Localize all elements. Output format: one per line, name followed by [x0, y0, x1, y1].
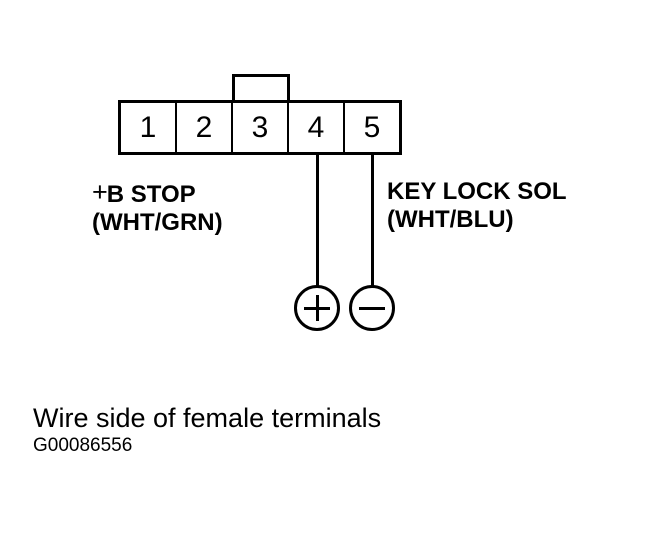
caption: Wire side of female terminals G00086556 [33, 402, 381, 458]
connector-housing: 1 2 3 4 5 [118, 100, 402, 155]
negative-probe-icon [349, 285, 395, 331]
terminal-pin-4: 4 [289, 103, 345, 152]
circuit-label-b-stop-wire-color: (WHT/GRN) [92, 209, 223, 236]
wire-from-pin-4 [316, 152, 319, 288]
caption-title: Wire side of female terminals [33, 403, 382, 433]
wire-from-pin-5 [371, 152, 374, 288]
terminal-pin-3: 3 [233, 103, 289, 152]
figure-id: G00086556 [33, 435, 133, 456]
minus-horizontal-stroke [359, 306, 385, 310]
connector-locking-tab [232, 74, 290, 103]
circuit-label-key-lock-sol: KEY LOCK SOL (WHT/BLU) [387, 178, 567, 234]
terminal-pin-1: 1 [121, 103, 177, 152]
plus-sign-glyph: + [92, 177, 108, 207]
positive-probe-icon [294, 285, 340, 331]
circuit-label-key-lock-sol-wire-color: (WHT/BLU) [387, 206, 514, 233]
circuit-label-b-stop: +B STOP (WHT/GRN) [92, 178, 223, 237]
circuit-name-text: B STOP [106, 181, 196, 208]
terminal-pin-2: 2 [177, 103, 233, 152]
plus-vertical-stroke [315, 295, 319, 321]
circuit-label-key-lock-sol-name: KEY LOCK SOL [387, 178, 567, 205]
terminal-pin-5: 5 [363, 110, 381, 144]
circuit-label-b-stop-name: +B STOP [92, 178, 223, 209]
